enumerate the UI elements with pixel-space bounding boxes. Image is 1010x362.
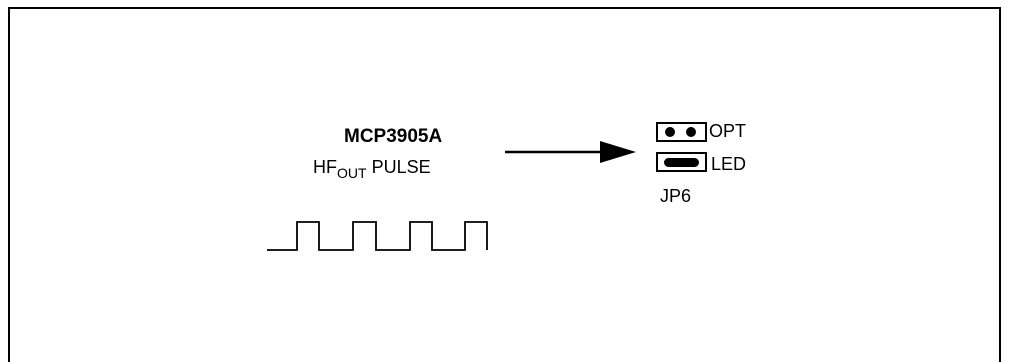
jumper-opt-label: OPT: [709, 121, 747, 141]
jumper-led-label: LED: [711, 154, 747, 174]
jumper-opt-position: [656, 122, 707, 142]
pulse-suffix: PULSE: [366, 157, 431, 177]
hfout-square-waveform: [267, 221, 488, 251]
jumper-shunt: [664, 158, 699, 167]
jumper-pin-2: [686, 127, 696, 137]
chip-name-label: MCP3905A: [344, 126, 443, 147]
jumper-opt-box: [656, 122, 707, 142]
hfout-pulse-label: HFOUT PULSE: [313, 157, 431, 181]
diagram-frame: [8, 7, 1001, 362]
arrow-head: [600, 141, 636, 163]
jumper-name-label: JP6: [660, 186, 692, 206]
pulse-prefix: HF: [313, 157, 337, 177]
pulse-subscript: OUT: [337, 165, 367, 181]
jumper-pin-1: [665, 127, 675, 137]
jumper-led-position: [656, 152, 707, 172]
